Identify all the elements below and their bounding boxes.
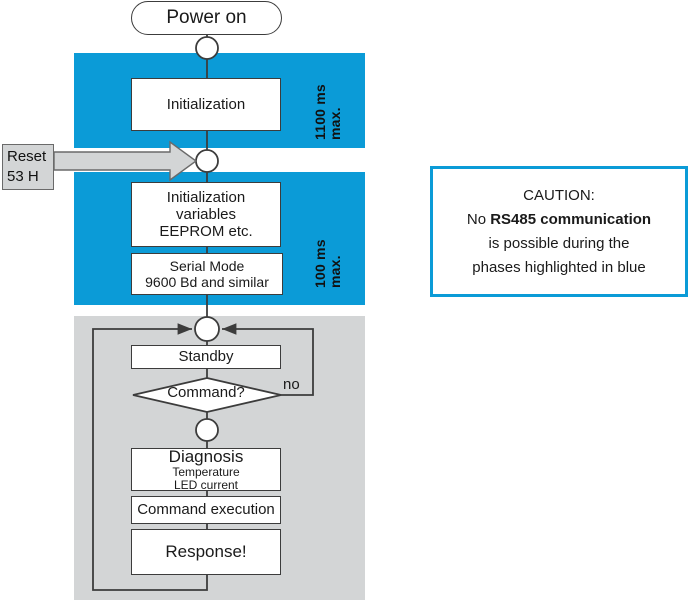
reset-callout-line2: 53 H: [7, 168, 39, 185]
connector-node-d: [195, 418, 219, 442]
node-response-label: Response!: [165, 542, 247, 561]
node-diagnosis-line2: Temperature: [172, 464, 240, 479]
connector-node-c-loop-head: [194, 316, 220, 342]
edge-decision-no-loopback: [222, 323, 314, 396]
node-serial-mode-line2: 9600 Bd and similar: [145, 274, 269, 290]
caution-panel: CAUTION: No RS485 communication is possi…: [430, 166, 688, 297]
node-power-on: Power on: [131, 1, 282, 35]
node-diagnosis: Diagnosis Temperature LED current: [131, 446, 281, 492]
node-command-execution-label: Command execution: [137, 501, 275, 518]
node-initialization: Initialization: [131, 78, 281, 131]
reset-callout-box: Reset 53 H: [2, 144, 54, 190]
caution-line-2: No RS485 communication: [467, 208, 651, 232]
node-serial-mode: Serial Mode 9600 Bd and similar: [131, 253, 283, 295]
node-initialization-label: Initialization: [166, 95, 246, 113]
caution-line-2-prefix: No: [466, 210, 491, 228]
connector-node-b-reset-entry: [195, 149, 219, 173]
decision-branch-no-label: no: [283, 376, 300, 393]
node-power-on-label: Power on: [166, 7, 247, 28]
caution-line-4: phases highlighted in blue: [472, 258, 646, 276]
node-init-variables-line2: variables: [175, 206, 237, 223]
caution-line-2-bold: RS485 communication: [490, 210, 652, 228]
decision-command-label: Command?: [167, 384, 245, 401]
node-command-execution: Command execution: [131, 496, 281, 524]
node-init-variables: Initialization variables EEPROM etc.: [131, 182, 281, 247]
node-init-variables-line1: Initialization: [166, 189, 246, 206]
caution-line-1: CAUTION:: [523, 186, 595, 204]
connector-node-a: [195, 36, 219, 60]
node-diagnosis-line1: Diagnosis: [168, 446, 244, 466]
caution-line-3: is possible during the: [488, 234, 630, 252]
node-standby-label: Standby: [178, 348, 234, 365]
node-diagnosis-line3: LED current: [173, 477, 239, 492]
node-serial-mode-line1: Serial Mode: [169, 258, 245, 274]
reset-arrow: [53, 140, 198, 182]
node-standby: Standby: [131, 345, 281, 369]
edge-response-loopback-to-junction-c: [92, 323, 208, 591]
node-init-variables-line3: EEPROM etc.: [159, 223, 253, 240]
node-response: Response!: [131, 529, 281, 575]
reset-callout-line1: Reset: [7, 148, 47, 165]
